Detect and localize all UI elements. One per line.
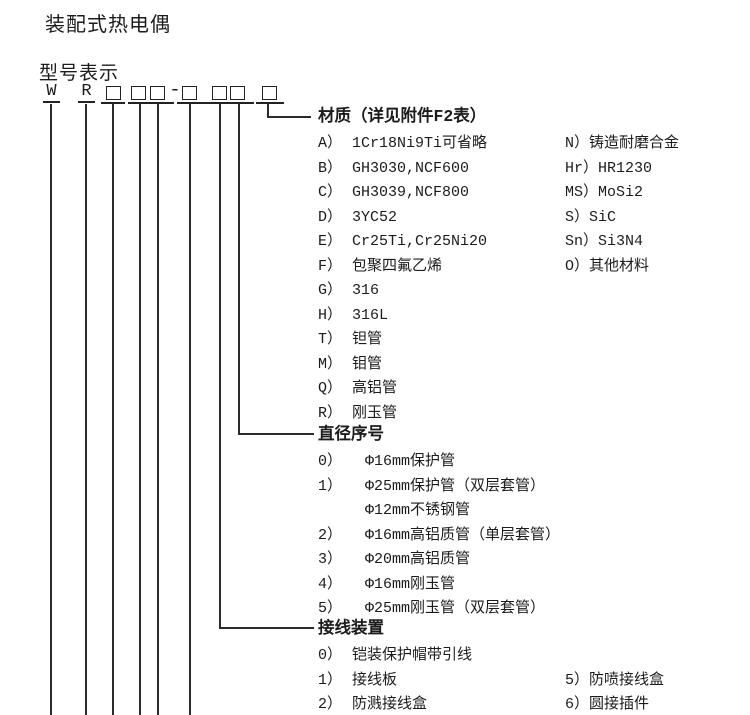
list-item: M）钼管 xyxy=(318,355,383,373)
list-item: Φ12mm不锈钢管 xyxy=(365,502,471,520)
diameter-list: 0）Φ16mm保护管 1）Φ25mm保护管（双层套管） Φ12mm不锈钢管 2）… xyxy=(318,450,560,622)
connector-line-vertical-material xyxy=(267,104,269,118)
section-heading-wiring: 接线装置 xyxy=(318,619,384,638)
list-item: 5）防喷接线盒 xyxy=(565,671,665,689)
connector-line-horizontal-wiring xyxy=(219,627,314,629)
list-item: F）包聚四氟乙烯 xyxy=(318,257,443,275)
code-letter-r: R xyxy=(78,82,95,103)
list-item: MS）MoSi2 xyxy=(565,184,644,202)
list-item: 1）接线板 xyxy=(318,671,398,689)
list-item: 4）Φ16mm刚玉管 xyxy=(318,575,456,593)
list-item: 2）Φ16mm高铝质管（单层套管） xyxy=(318,526,561,544)
wiring-list-left: 0）铠装保护帽带引线 1）接线板 2）防溅接线盒 xyxy=(318,644,472,715)
list-item: G）316 xyxy=(318,282,380,300)
list-item: B）GH3030,NCF600 xyxy=(318,159,470,177)
list-item: 2）防溅接线盒 xyxy=(318,696,428,714)
connector-line-vertical-4 xyxy=(139,104,141,715)
connector-line-vertical-6 xyxy=(189,104,191,715)
section-heading-diameter: 直径序号 xyxy=(318,425,384,444)
list-item: C）GH3039,NCF800 xyxy=(318,184,470,202)
connector-line-horizontal-material xyxy=(267,116,311,118)
connector-line-vertical-diameter xyxy=(238,104,240,435)
list-item: 5）Φ25mm刚玉管（双层套管） xyxy=(318,600,546,618)
material-list-right: N）铸造耐磨合金 Hr）HR1230 MS）MoSi2 S）SiC Sn）Si3… xyxy=(565,132,679,279)
code-letter-w: W xyxy=(43,82,60,103)
code-box xyxy=(262,86,277,100)
list-item: 1）Φ25mm保护管（双层套管） xyxy=(318,477,546,495)
code-segment-4 xyxy=(256,83,284,104)
material-list-left: A）1Cr18Ni9Ti可省略 B）GH3030,NCF600 C）GH3039… xyxy=(318,132,487,427)
code-box xyxy=(131,86,146,100)
page-title: 装配式热电偶 xyxy=(45,15,171,38)
code-box xyxy=(212,86,227,100)
wiring-list-right: 5）防喷接线盒 6）圆接插件 xyxy=(565,669,664,715)
list-item: R）刚玉管 xyxy=(318,405,398,423)
connector-line-vertical-1 xyxy=(50,104,52,715)
list-item: O）其他材料 xyxy=(565,257,650,275)
list-item: 6）圆接插件 xyxy=(565,696,650,714)
code-box xyxy=(230,86,245,100)
connector-line-horizontal-diameter xyxy=(238,433,314,435)
list-item: A）1Cr18Ni9Ti可省略 xyxy=(318,135,488,152)
model-designation-title: 型号表示 xyxy=(39,63,120,85)
code-segment-1 xyxy=(101,83,125,104)
list-item: N）铸造耐磨合金 xyxy=(565,135,680,152)
connector-line-vertical-5 xyxy=(157,104,159,715)
code-segment-2 xyxy=(128,83,174,104)
connector-line-vertical-3 xyxy=(112,104,114,715)
list-item: 0）铠装保护帽带引线 xyxy=(318,647,473,664)
connector-line-vertical-2 xyxy=(85,104,87,715)
code-separator-dash: - xyxy=(169,79,181,101)
connector-line-vertical-wiring xyxy=(219,104,221,629)
code-box xyxy=(106,86,121,100)
code-box xyxy=(182,86,197,100)
list-item: H）316L xyxy=(318,306,389,324)
list-item: Q）高铝管 xyxy=(318,380,398,398)
code-box xyxy=(150,86,165,100)
list-item: T）钽管 xyxy=(318,331,383,349)
list-item: D）3YC52 xyxy=(318,208,398,226)
list-item: E）Cr25Ti,Cr25Ni20 xyxy=(318,233,488,251)
list-item: 0）Φ16mm保护管 xyxy=(318,453,456,470)
list-item: S）SiC xyxy=(565,208,617,226)
section-heading-material: 材质（详见附件F2表） xyxy=(318,107,487,126)
list-item: Hr）HR1230 xyxy=(565,159,653,177)
code-segment-3 xyxy=(177,83,254,104)
list-item: 3）Φ20mm高铝质管 xyxy=(318,551,471,569)
list-item: Sn）Si3N4 xyxy=(565,233,644,251)
